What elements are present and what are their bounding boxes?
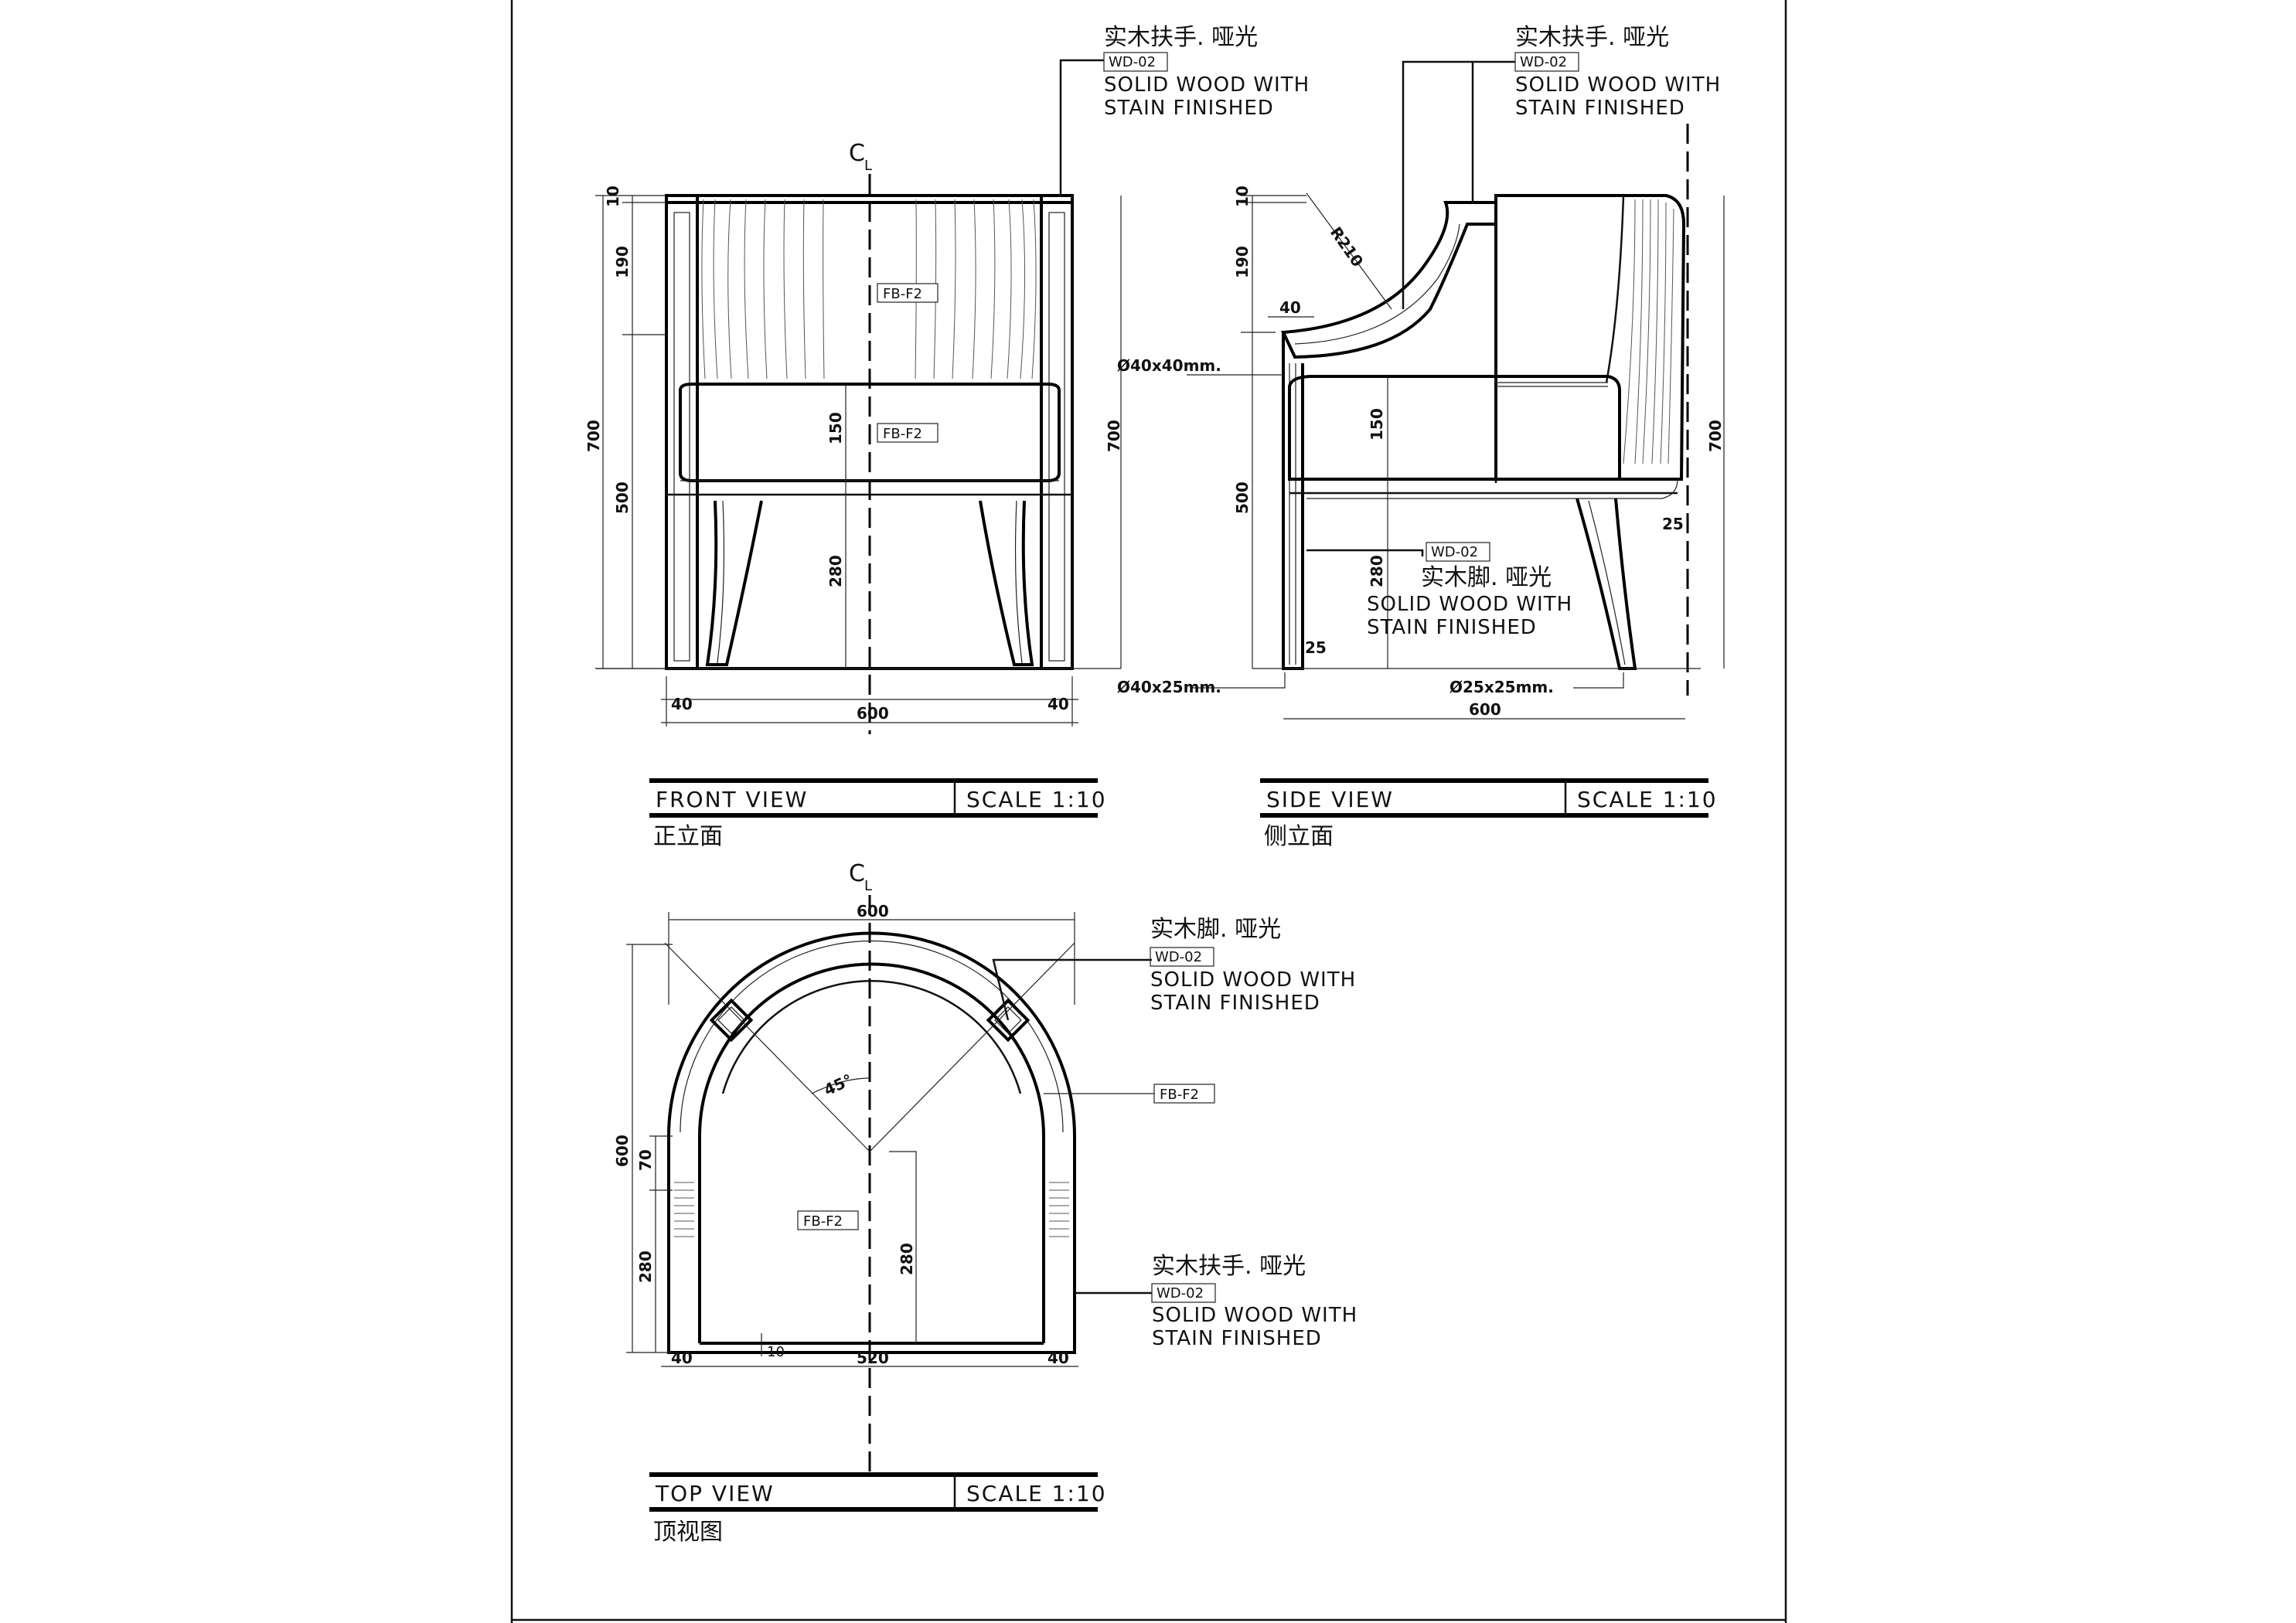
top-side-grain [674,1182,1069,1237]
top-leg-code: WD-02 [1155,949,1202,965]
dim-side-500: 500 [1233,481,1252,514]
top-leg-line1: SOLID WOOD WITH [1150,968,1356,992]
dim-side-600: 600 [1469,700,1501,719]
dim-side-40: 40 [1279,298,1301,317]
dim-top-40-right: 40 [1048,1349,1069,1367]
side-view: 10 190 500 40 R210 Ø40x40mm. 150 280 25 … [1117,24,1725,850]
dim-side-10: 10 [1233,185,1252,207]
dim-top-70: 70 [636,1149,655,1171]
dim-top-40-left: 40 [671,1349,693,1367]
dim-front-190: 190 [613,246,632,278]
dim-side-40x40: Ø40x40mm. [1117,356,1221,375]
top-view: C L [613,860,1358,1546]
side-back-grain [1623,199,1674,464]
dim-front-40-right: 40 [1048,695,1069,713]
fabric-tag-top-right: FB-F2 [1160,1087,1199,1103]
side-leg-code: WD-02 [1431,544,1478,560]
front-view-title-cn: 正立面 [653,823,723,850]
side-armrest-line1: SOLID WOOD WITH [1515,73,1721,97]
front-armrest-code: WD-02 [1109,54,1156,70]
top-armrest-line1: SOLID WOOD WITH [1152,1304,1358,1327]
top-leg-cn: 实木脚. 哑光 [1150,916,1281,943]
dim-side-150: 150 [1368,408,1386,441]
dim-front-600: 600 [857,704,889,723]
side-leg-line2: STAIN FINISHED [1367,616,1537,639]
svg-text:L: L [864,158,872,174]
front-armrest-line1: SOLID WOOD WITH [1104,73,1310,97]
fabric-tag-seat: FB-F2 [883,426,922,442]
dim-top-280-center: 280 [898,1243,916,1275]
dim-top-45: 45° [821,1070,855,1100]
dim-side-40x25: Ø40x25mm. [1117,678,1221,696]
dim-front-500: 500 [613,481,632,514]
side-view-title: SIDE VIEW [1266,787,1394,812]
top-view-title: TOP VIEW [655,1481,775,1506]
side-armrest-line2: STAIN FINISHED [1515,97,1685,120]
top-view-scale: SCALE 1:10 [966,1481,1107,1506]
fabric-tag-back: FB-F2 [883,286,922,302]
dim-front-10: 10 [604,185,622,207]
fabric-tag-top: FB-F2 [803,1213,843,1230]
dim-side-700: 700 [1706,420,1725,452]
front-view-title: FRONT VIEW [656,787,808,812]
top-leg-line2: STAIN FINISHED [1150,992,1320,1015]
top-armrest-cn: 实木扶手. 哑光 [1152,1253,1306,1280]
backrest-grain [701,199,1037,379]
side-view-title-cn: 侧立面 [1264,823,1334,850]
dim-side-25x25: Ø25x25mm. [1449,678,1554,696]
top-armrest-code: WD-02 [1157,1285,1204,1301]
front-view-scale: SCALE 1:10 [966,787,1107,812]
dim-front-40-left: 40 [671,695,693,713]
dim-side-280: 280 [1368,555,1386,587]
dim-top-10: 10 [767,1344,785,1360]
dim-side-25: 25 [1305,638,1327,657]
side-armrest-cn: 实木扶手. 哑光 [1515,24,1669,51]
side-leg-cn: 实木脚. 哑光 [1421,564,1552,591]
front-view: C L [584,24,1310,850]
top-armrest-line2: STAIN FINISHED [1152,1327,1322,1350]
dim-side-r210: R210 [1327,223,1367,270]
dim-front-150: 150 [826,412,845,444]
dim-front-700-right: 700 [1105,420,1123,452]
dim-front-280: 280 [826,555,845,587]
side-armrest-code: WD-02 [1520,54,1567,70]
dim-side-190: 190 [1233,246,1252,278]
top-view-title-cn: 顶视图 [653,1519,723,1546]
top-centerline-label: C [849,860,865,887]
dim-top-600-height: 600 [613,1135,632,1167]
dim-side-25-right: 25 [1662,515,1684,533]
svg-text:L: L [864,878,872,894]
dim-top-520: 520 [857,1349,889,1367]
front-armrest-cn: 实木扶手. 哑光 [1104,24,1258,51]
sheet-border [510,0,1787,1623]
side-leg-line1: SOLID WOOD WITH [1367,593,1572,616]
side-view-scale: SCALE 1:10 [1577,787,1718,812]
centerline-label: C [849,140,865,167]
dim-front-700: 700 [584,420,603,452]
dim-top-280: 280 [636,1250,655,1283]
dim-top-600-width: 600 [857,902,889,920]
front-armrest-line2: STAIN FINISHED [1104,97,1274,120]
